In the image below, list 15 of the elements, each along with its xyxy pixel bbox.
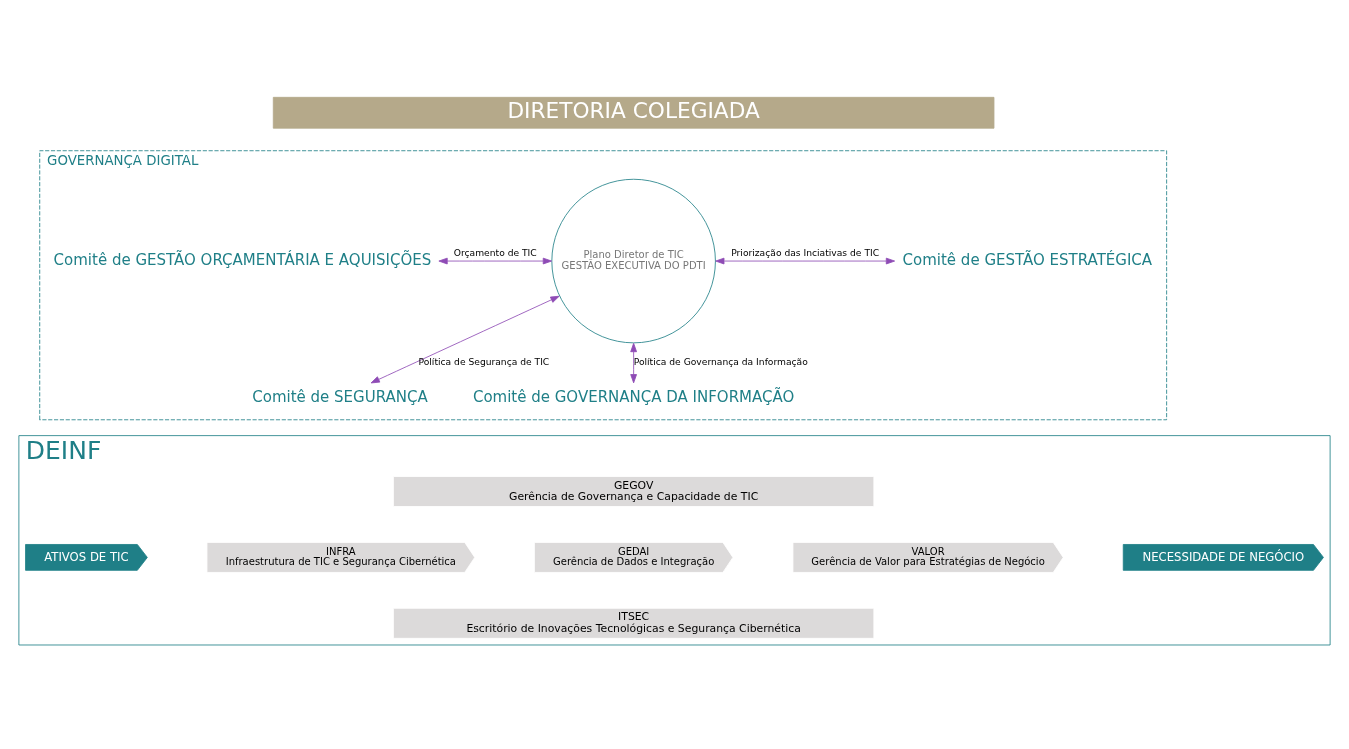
edge-label: Política de Segurança de TIC — [418, 356, 550, 368]
arrow — [630, 342, 637, 384]
edge-label: Orçamento de TIC — [453, 246, 537, 258]
node-text: Comitê de GOVERNANÇA DA INFORMAÇÃO — [472, 387, 795, 406]
arrow — [715, 257, 896, 265]
arrow — [370, 295, 560, 384]
node-text: Comitê de SEGURANÇA — [252, 387, 428, 406]
node-text: Comitê de GESTÃO ESTRATÉGICA — [902, 250, 1153, 269]
arrow — [438, 257, 552, 265]
edge-label: Política de Governança da Informação — [633, 356, 808, 368]
node-box: DIRETORIA COLEGIADA — [272, 96, 995, 129]
node-box: GEGOV Gerência de Governança e Capacidade de TIC — [393, 476, 875, 507]
node-box: ITSEC Escritório de Inovações Tecnológicas e Segurança Cibernética — [393, 607, 875, 639]
edge-label: Priorização das Inciativas de TIC — [731, 246, 880, 258]
node-text: Comitê de GESTÃO ORÇAMENTÁRIA E AQUISIÇÕES — [53, 250, 432, 269]
